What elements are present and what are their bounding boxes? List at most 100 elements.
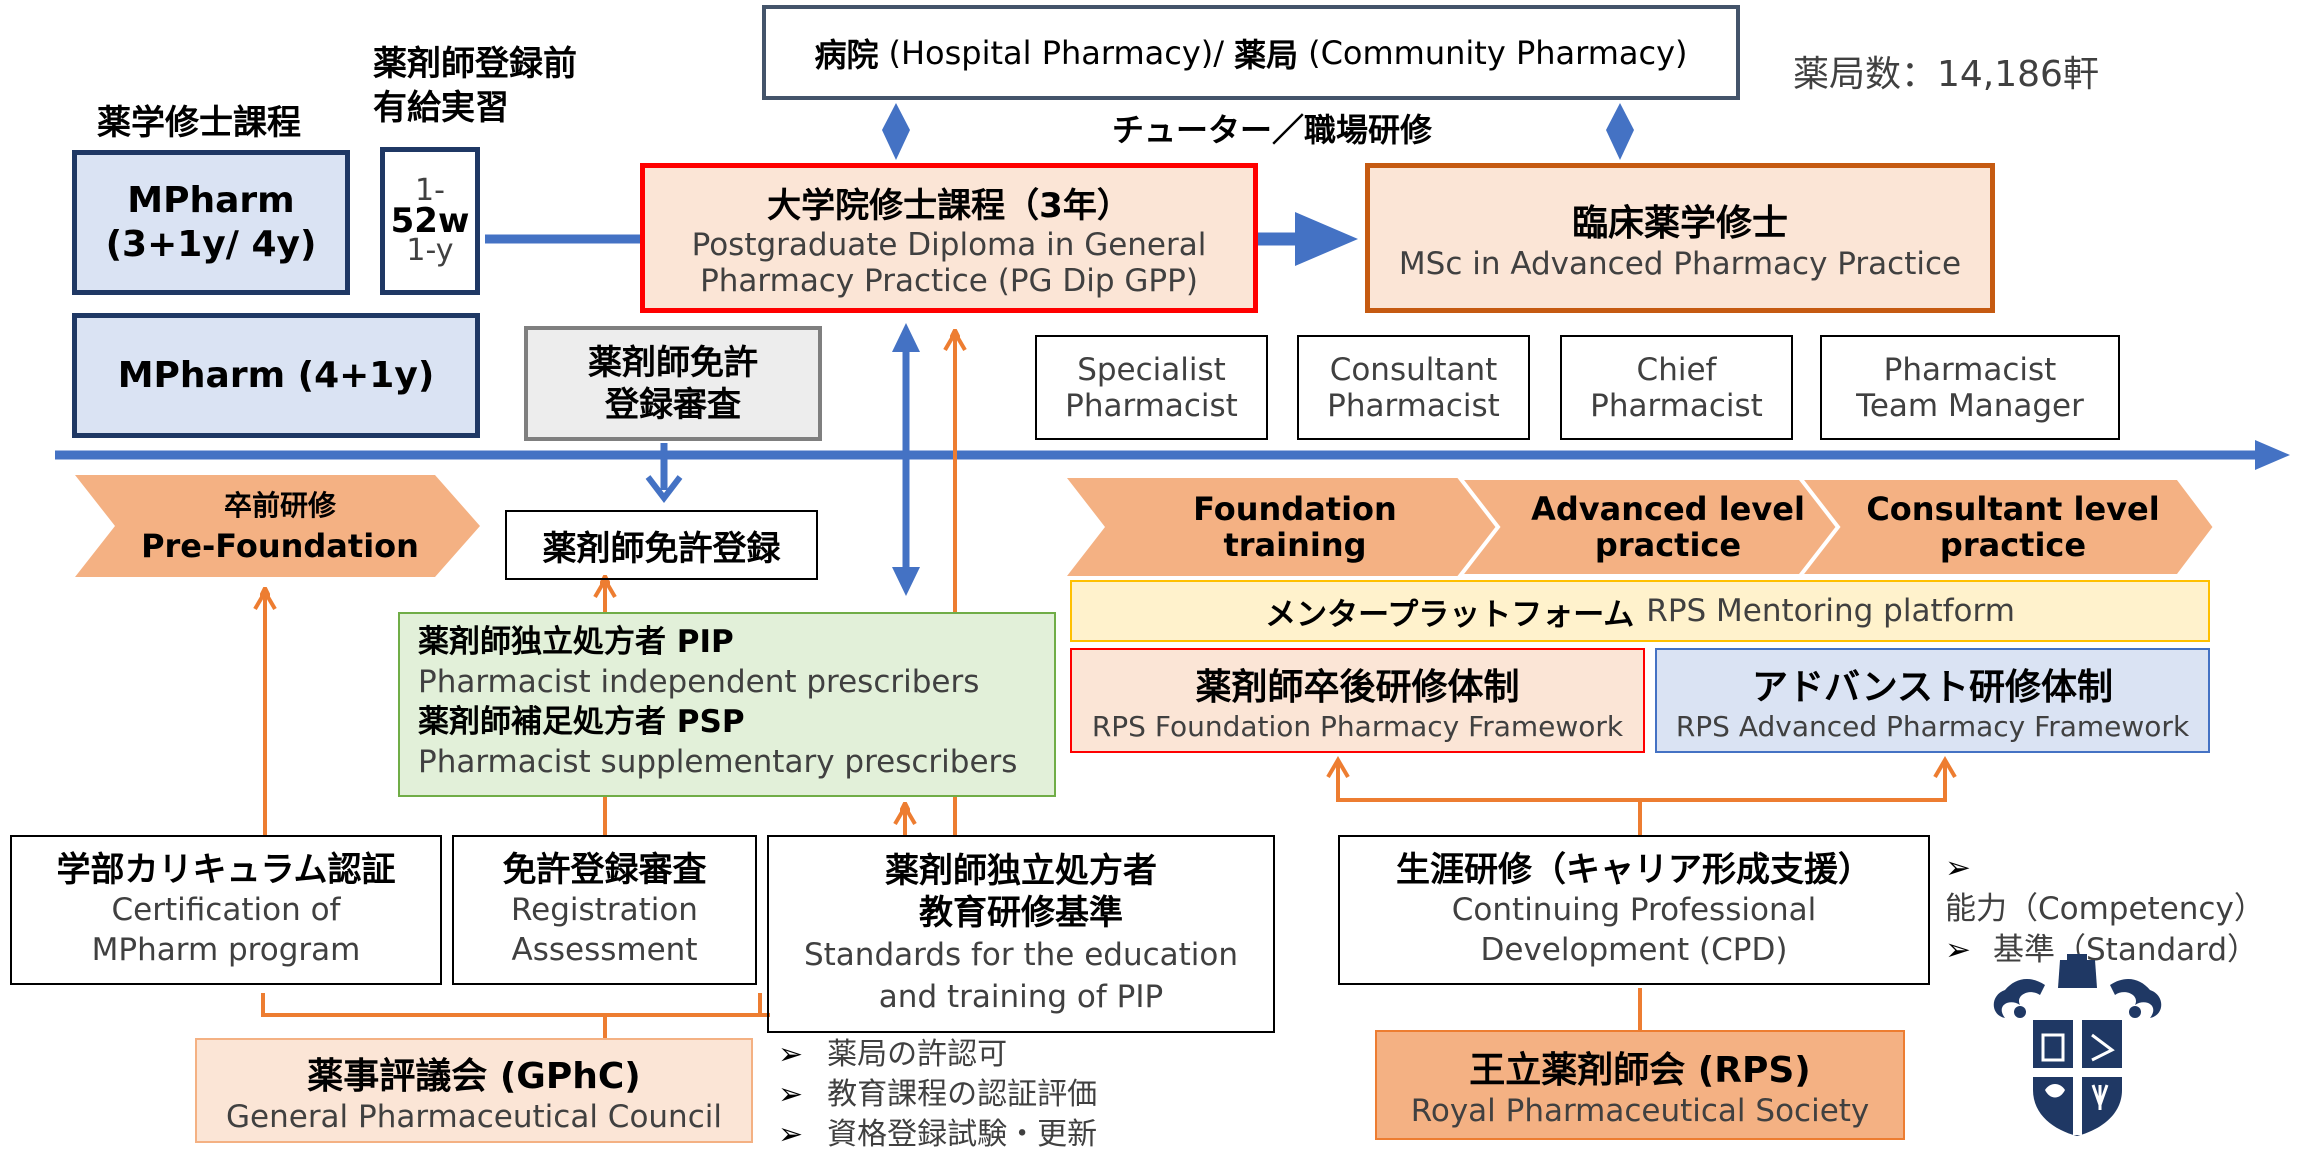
arrowhead-standards-prescribers	[893, 803, 917, 826]
weeks-line3: 1-y	[406, 233, 454, 268]
psp-en: Pharmacist supplementary prescribers	[418, 744, 1018, 780]
hospital-label: 病院	[814, 35, 879, 74]
mentoring-en: RPS Mentoring platform	[1646, 593, 2015, 629]
rps-title: 王立薬剤師会 (RPS)	[1469, 1050, 1811, 1091]
stage-consultant-line2: practice	[1939, 526, 2087, 564]
cpd-bus	[1336, 762, 1947, 802]
pre-foundation-en: Pre-Foundation	[141, 527, 419, 565]
hospital-en-label: (Hospital Pharmacy)/	[888, 33, 1225, 72]
pgdip-down-arrowhead	[892, 567, 920, 596]
bullet-arrow-icon: ➢	[778, 1117, 804, 1152]
role-specialist-line1: Specialist	[1077, 351, 1226, 388]
arrowhead-foundation	[1326, 756, 1350, 779]
role-team-manager-line2: Team Manager	[1856, 387, 2084, 424]
preregistration-heading-line1: 薬剤師登録前	[373, 44, 577, 84]
rps-crest-icon	[1993, 954, 2162, 1136]
role-team-manager: Pharmacist Team Manager	[1820, 335, 2120, 440]
cpd-bullets: ➢能力（Competency） ➢基準（Standard）	[1945, 848, 2310, 971]
timeline-arrowhead	[2255, 440, 2290, 470]
cpd-en1: Continuing Professional	[1451, 892, 1817, 928]
cpd-bullet-1: ➢ 能力（Competency）	[1945, 848, 2310, 930]
cpd-bullet-1-text: 能力（Competency）	[1945, 891, 2265, 927]
curriculum-en2: MPharm program	[91, 932, 361, 968]
mpharm-box-2-label: MPharm (4+1y)	[117, 355, 435, 396]
role-chief-line1: Chief	[1636, 351, 1717, 388]
cpd-jp: 生涯研修（キャリア形成支援）	[1396, 850, 1872, 890]
gphc-box: 薬事評議会 (GPhC) General Pharmaceutical Coun…	[195, 1038, 753, 1143]
gphc-bullet-3-text: 資格登録試験・更新	[827, 1117, 1098, 1152]
pip-en: Pharmacist independent prescribers	[418, 664, 980, 700]
curriculum-jp: 学部カリキュラム認証	[56, 850, 396, 890]
pharmacy-count: 薬局数：14,186軒	[1793, 54, 2099, 95]
stage-consultant-chevron	[1795, 476, 2218, 578]
weeks-box: 1- 52w 1-y	[380, 147, 480, 295]
stage-advanced-line1: Advanced level	[1531, 490, 1805, 528]
registration-exam-line2: 登録審査	[605, 384, 741, 425]
gphc-bullet-1-text: 薬局の許認可	[827, 1037, 1008, 1072]
gphc-bullet-1: ➢ 薬局の許認可	[778, 1035, 1097, 1075]
arrowhead-advanced	[1933, 756, 1957, 779]
advanced-framework-en: RPS Advanced Pharmacy Framework	[1675, 710, 2190, 743]
role-consultant-line2: Pharmacist	[1327, 387, 1500, 424]
hospital-diamond-right	[1606, 103, 1634, 160]
hospital-pharmacy-box: 病院 (Hospital Pharmacy)/ 薬局 (Community Ph…	[762, 5, 1740, 100]
gphc-bullets: ➢ 薬局の許認可 ➢教育課程の認証評価 ➢ 資格登録試験・更新	[778, 1035, 1097, 1155]
role-team-manager-line1: Pharmacist	[1883, 351, 2057, 388]
curriculum-en1: Certification of	[111, 892, 341, 928]
pgdip-title: 大学院修士課程（3年）	[767, 185, 1131, 226]
assessment-en2: Assessment	[511, 932, 698, 968]
assessment-en1: Registration	[511, 892, 698, 928]
cpd-box: 生涯研修（キャリア形成支援） Continuing Professional D…	[1338, 835, 1930, 985]
standards-en2: and training of PIP	[878, 979, 1164, 1015]
standards-jp1: 薬剤師独立処方者	[885, 851, 1157, 891]
msc-title: 臨床薬学修士	[1571, 203, 1788, 244]
registration-exam-box: 薬剤師免許 登録審査	[524, 326, 822, 441]
role-chief-line2: Pharmacist	[1590, 387, 1763, 424]
stage-consultant-label: Consultant level practice	[1838, 478, 2188, 576]
gphc-title: 薬事評議会 (GPhC)	[307, 1055, 641, 1097]
preregistration-heading-line2: 有給実習	[373, 88, 509, 128]
registration-label: 薬剤師免許登録	[542, 528, 781, 569]
hospital-diamond-left	[882, 103, 910, 160]
registration-exam-line1: 薬剤師免許	[588, 342, 758, 383]
pre-foundation-chevron	[75, 475, 480, 577]
rps-box: 王立薬剤師会 (RPS) Royal Pharmaceutical Societ…	[1375, 1030, 1905, 1140]
pgdip-en-line1: Postgraduate Diploma in General	[691, 226, 1207, 263]
psp-jp: 薬剤師補足処方者 PSP	[418, 704, 745, 740]
mpharm-box-1-line2: (3+1y/ 4y)	[105, 223, 317, 265]
msc-box: 臨床薬学修士 MSc in Advanced Pharmacy Practice	[1365, 163, 1995, 313]
community-en-label: (Community Pharmacy)	[1308, 33, 1688, 72]
gphc-bullet-2: ➢教育課程の認証評価	[778, 1075, 1097, 1115]
gphc-bullet-2-text: 教育課程の認証評価	[827, 1077, 1098, 1112]
standards-en1: Standards for the education	[803, 937, 1239, 973]
stage-foundation-label: Foundation training	[1105, 478, 1485, 576]
pgdip-box: 大学院修士課程（3年） Postgraduate Diploma in Gene…	[640, 163, 1258, 313]
stage-advanced-label: Advanced level practice	[1498, 478, 1838, 576]
mpharm-box-1: MPharm (3+1y/ 4y)	[72, 150, 350, 295]
gphc-bus	[261, 993, 762, 1017]
pre-foundation-jp: 卒前研修	[223, 489, 336, 522]
arrowhead-standards-pgdip	[943, 329, 967, 352]
gphc-en: General Pharmaceutical Council	[226, 1098, 722, 1135]
assessment-box: 免許登録審査 Registration Assessment	[452, 835, 757, 985]
role-consultant: Consultant Pharmacist	[1297, 335, 1530, 440]
role-specialist: Specialist Pharmacist	[1035, 335, 1268, 440]
advanced-framework-jp: アドバンスト研修体制	[1751, 667, 2114, 708]
standards-box: 薬剤師独立処方者 教育研修基準 Standards for the educat…	[767, 835, 1275, 1033]
preregistration-heading: 薬剤師登録前 有給実習	[373, 42, 577, 130]
arrowhead-curriculum	[253, 588, 277, 611]
bullet-arrow-icon: ➢	[1945, 850, 1971, 886]
pgdip-to-msc-arrowhead	[1295, 212, 1358, 266]
stage-foundation-line2: training	[1223, 526, 1367, 564]
bullet-arrow-icon: ➢	[778, 1037, 804, 1072]
weeks-line2: 52w	[390, 201, 470, 241]
msc-en: MSc in Advanced Pharmacy Practice	[1398, 246, 1962, 282]
mentoring-platform-box: メンタープラットフォーム RPS Mentoring platform	[1070, 580, 2210, 642]
stage-consultant-line1: Consultant level	[1866, 490, 2160, 528]
registration-box: 薬剤師免許登録	[505, 510, 818, 580]
pgdip-up-arrowhead	[892, 323, 920, 352]
foundation-framework-box: 薬剤師卒後研修体制 RPS Foundation Pharmacy Framew…	[1070, 648, 1645, 753]
mpharm-box-1-line1: MPharm	[127, 179, 295, 221]
prescribers-box: 薬剤師独立処方者 PIP Pharmacist independent pres…	[398, 612, 1056, 797]
bullet-arrow-icon: ➢	[1945, 932, 1971, 968]
